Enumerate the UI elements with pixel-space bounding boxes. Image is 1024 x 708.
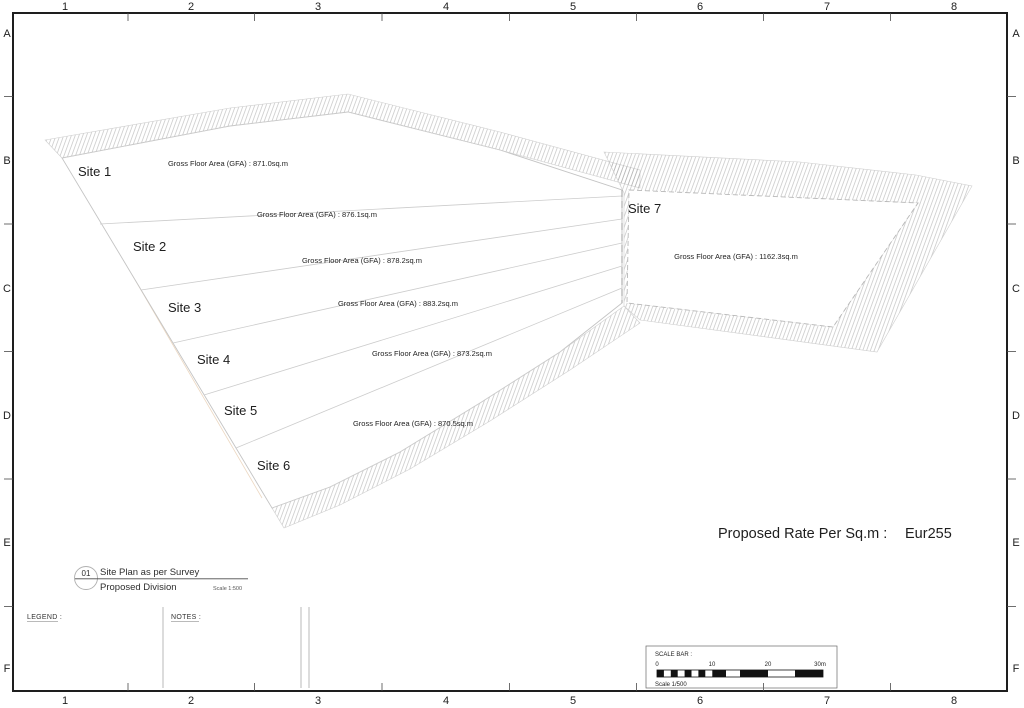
drawing-number-bubble	[74, 566, 98, 590]
site-label: Site 4	[197, 352, 230, 367]
grid-col-label: 8	[951, 1, 957, 13]
boundary-hatch-bottom	[271, 305, 641, 529]
gfa-annotations: Gross Floor Area (GFA) : 871.0sq.m Gross…	[168, 159, 798, 428]
scale-bar-tick-label: 20	[765, 662, 772, 668]
grid-tick-marks	[4, 13, 1016, 691]
grid-row-label: A	[3, 28, 11, 40]
site-label: Site 2	[133, 239, 166, 254]
grid-col-label: 6	[697, 1, 703, 13]
grid-row-label: B	[3, 155, 10, 167]
site-name-labels: Site 1 Site 2 Site 3 Site 4 Site 5 Site …	[78, 164, 661, 473]
grid-row-label: D	[3, 410, 11, 422]
site7-parcel-outline	[626, 189, 919, 328]
legend-notes-panels: LEGEND : NOTES :	[27, 607, 310, 688]
grid-row-label: D	[1012, 410, 1020, 422]
gfa-annotation: Gross Floor Area (GFA) : 878.2sq.m	[302, 256, 422, 265]
drawing-title: Site Plan as per Survey	[100, 567, 200, 578]
scale-bar-graphic	[656, 669, 824, 678]
grid-col-label: 3	[315, 695, 321, 707]
grid-col-label: 1	[62, 695, 68, 707]
site-label: Site 3	[168, 300, 201, 315]
drawing-scale: Scale 1:500	[213, 586, 242, 592]
gfa-annotation: Gross Floor Area (GFA) : 870.5sq.m	[353, 419, 473, 428]
grid-col-label: 5	[570, 695, 576, 707]
gfa-annotation: Gross Floor Area (GFA) : 873.2sq.m	[372, 349, 492, 358]
gfa-annotation: Gross Floor Area (GFA) : 883.2sq.m	[338, 299, 458, 308]
site-label: Site 1	[78, 164, 111, 179]
grid-row-label: E	[3, 537, 10, 549]
grid-col-label: 5	[570, 1, 576, 13]
drawing-subtitle: Proposed Division	[100, 582, 177, 593]
main-parcel-outline	[61, 111, 623, 509]
grid-col-label: 4	[443, 1, 449, 13]
scale-bar-tick-label: 30m	[814, 662, 826, 668]
grid-row-label: C	[3, 283, 11, 295]
scale-bar-box	[645, 645, 838, 689]
grid-col-label: 1	[62, 1, 68, 13]
rate-value: Eur255	[905, 526, 952, 542]
grid-row-label: C	[1012, 283, 1020, 295]
grid-reference-labels: 1 2 3 4 5 6 7 8 1 2 3 4 5 6 7 8 A B C D …	[3, 1, 1020, 707]
grid-row-label: B	[1012, 155, 1019, 167]
gfa-annotation: Gross Floor Area (GFA) : 871.0sq.m	[168, 159, 288, 168]
grid-col-label: 7	[824, 695, 830, 707]
scale-bar-tick-label: 0	[655, 662, 659, 668]
site-label: Site 5	[224, 403, 257, 418]
rate-label: Proposed Rate Per Sq.m :	[718, 526, 887, 542]
grid-row-label: E	[1012, 537, 1019, 549]
scale-bar-block: SCALE BAR : 0 10 20 30m Scale 1/500	[645, 645, 838, 689]
site-division-lines	[99, 195, 623, 449]
grid-col-label: 4	[443, 695, 449, 707]
grid-col-label: 7	[824, 1, 830, 13]
grid-col-label: 8	[951, 695, 957, 707]
proposed-rate-note: Proposed Rate Per Sq.m : Eur255	[718, 526, 952, 542]
sheet-border	[12, 12, 1008, 692]
grid-col-label: 3	[315, 1, 321, 13]
grid-row-label: F	[1013, 663, 1020, 675]
gfa-annotation: Gross Floor Area (GFA) : 1162.3sq.m	[674, 252, 798, 261]
legend-title: LEGEND :	[27, 614, 62, 621]
scale-bar-scale-note: Scale 1/500	[655, 682, 687, 688]
grid-row-label: F	[4, 663, 11, 675]
notes-title: NOTES :	[171, 614, 201, 621]
scale-bar-tick-label: 10	[709, 662, 716, 668]
scale-bar-title: SCALE BAR :	[655, 652, 692, 658]
grid-col-label: 2	[188, 1, 194, 13]
grid-row-label: A	[1012, 28, 1020, 40]
site-label: Site 7	[628, 201, 661, 216]
gfa-annotation: Gross Floor Area (GFA) : 876.1sq.m	[257, 210, 377, 219]
drawing-title-block: 01 Site Plan as per Survey Proposed Divi…	[74, 566, 248, 593]
grid-col-label: 6	[697, 695, 703, 707]
drawing-number: 01	[82, 569, 91, 578]
grid-col-label: 2	[188, 695, 194, 707]
site-label: Site 6	[257, 458, 290, 473]
